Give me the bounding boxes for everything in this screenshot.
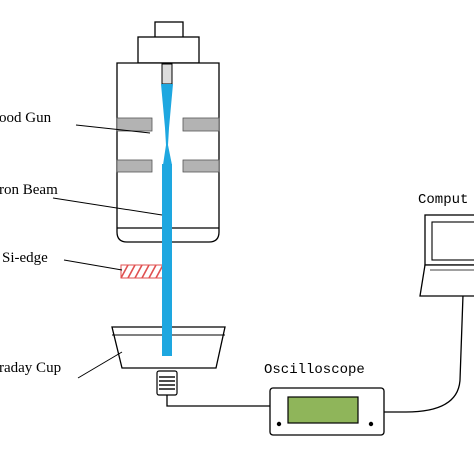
computer-label: Comput [418, 192, 468, 208]
electron-beam-converging [161, 84, 173, 145]
upper-left-plate [116, 117, 153, 132]
electron-beam-leader [52, 197, 163, 216]
laptop-keyboard [419, 264, 474, 297]
bnc-connector-ridges [159, 376, 175, 390]
lower-left-plate [116, 159, 153, 173]
oscilloscope-knob-right [368, 421, 374, 427]
cable-scope-to-computer [384, 294, 464, 413]
flood-gun-label: ood Gun [0, 110, 52, 126]
flood-gun-leader [75, 124, 151, 134]
gun-cathode [161, 63, 173, 85]
electron-beam-diverging [163, 145, 172, 165]
gun-top-knob [154, 21, 184, 39]
laptop-screen [431, 221, 474, 261]
oscilloscope-knob-left [276, 421, 282, 427]
faraday-cup-leader [77, 351, 123, 379]
cable-cup-to-scope [166, 395, 270, 407]
bnc-connector [156, 370, 178, 396]
si-edge-label: Si-edge [2, 250, 48, 266]
oscilloscope-screen [287, 396, 359, 424]
electron-beam-label: ron Beam [0, 182, 58, 198]
beam-into-cup [162, 320, 172, 356]
faraday-cup-label: raday Cup [0, 360, 61, 376]
si-edge-leader [63, 259, 123, 271]
oscilloscope-label: Oscilloscope [264, 362, 365, 378]
lower-right-plate [182, 159, 220, 173]
electron-beam [162, 164, 172, 356]
si-edge-hatching [120, 264, 164, 279]
electron-beam-over-edge [162, 264, 172, 279]
upper-right-plate [182, 117, 220, 132]
gun-top-flange [137, 36, 200, 64]
